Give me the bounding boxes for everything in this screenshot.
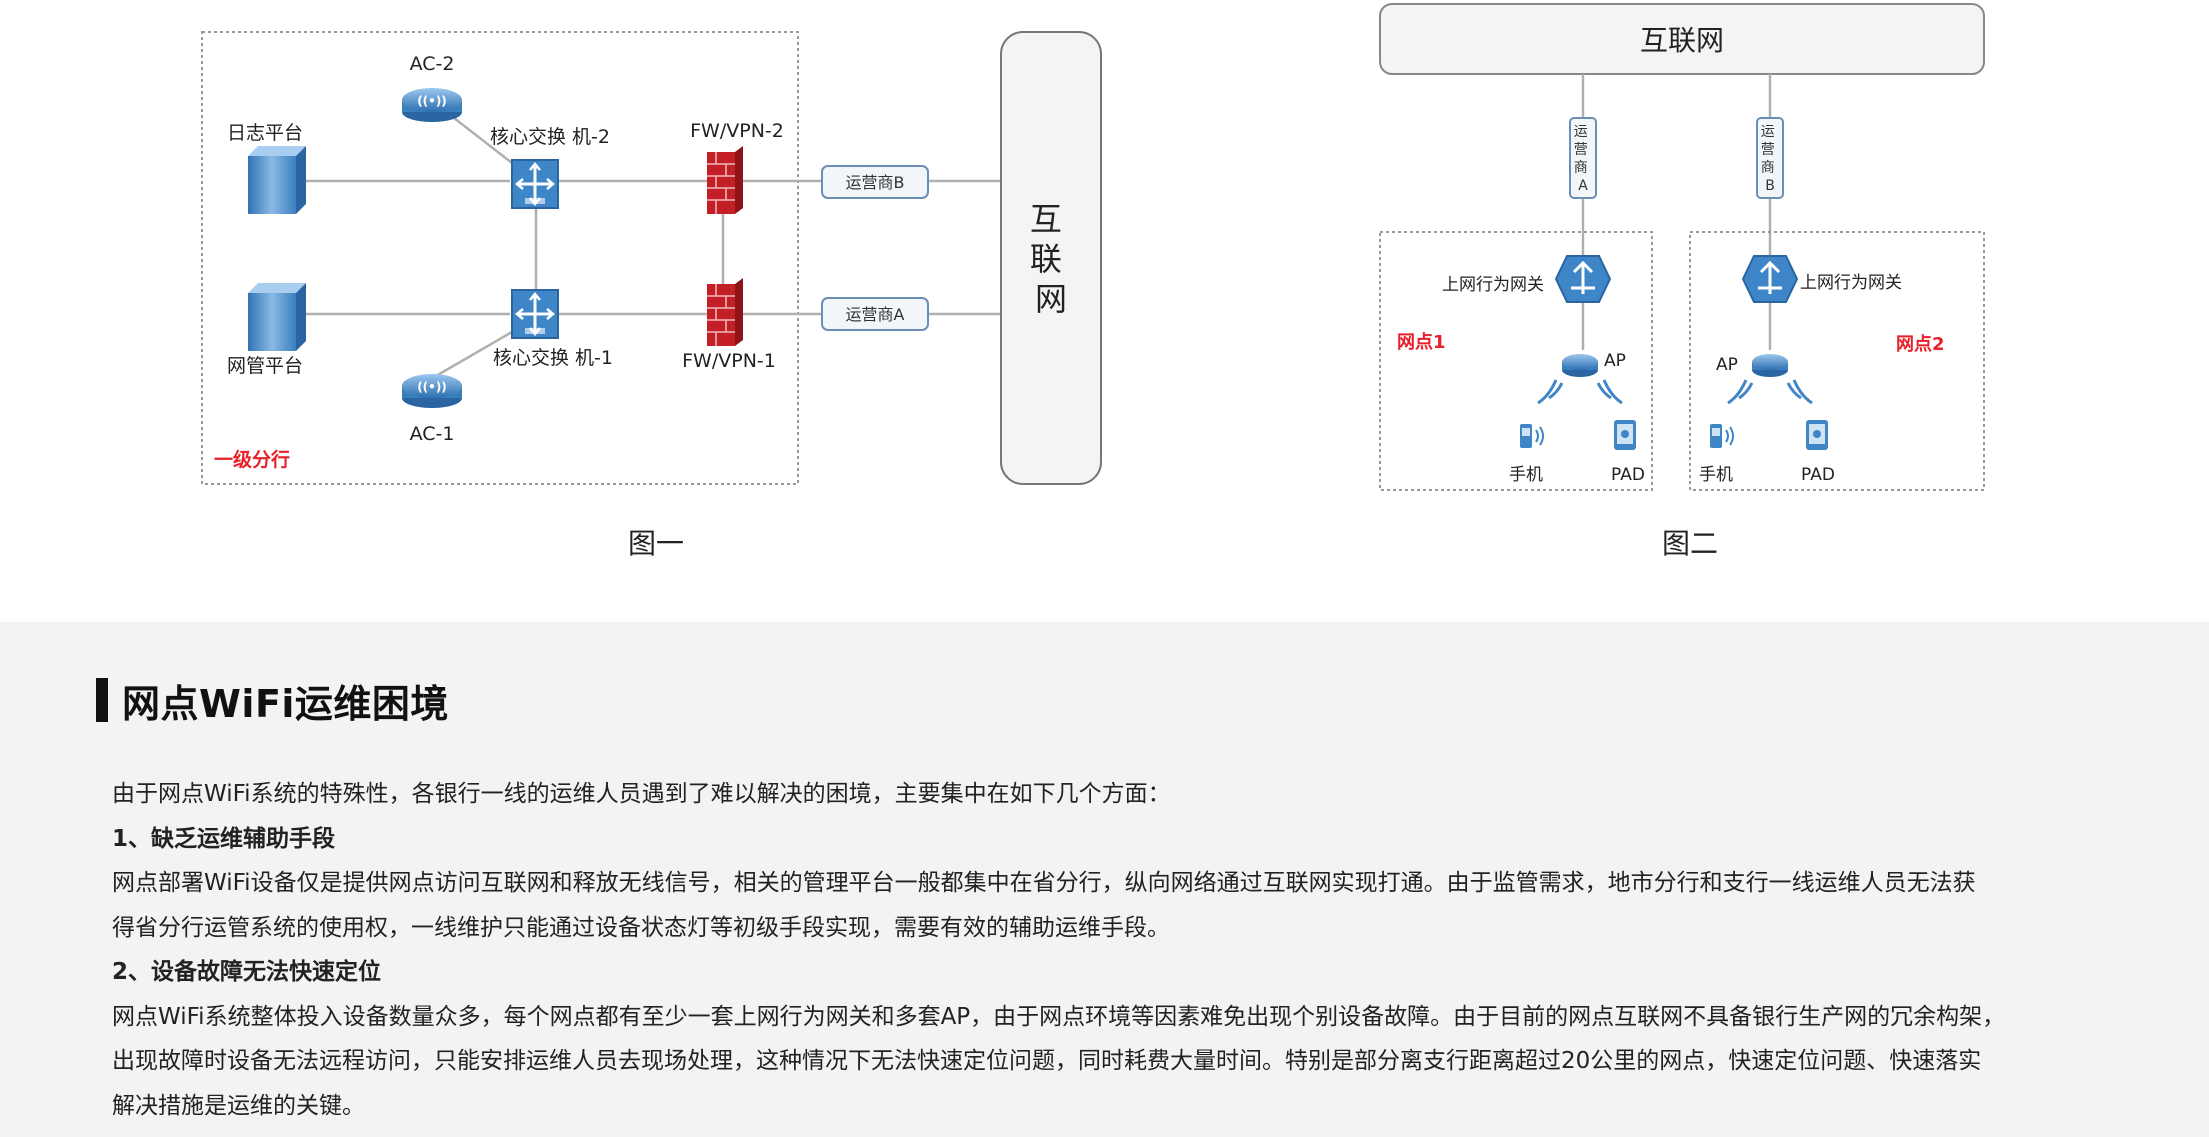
log-server-icon: [248, 146, 306, 214]
svg-text:((•)): ((•)): [417, 380, 447, 394]
isp-b-box: [821, 165, 929, 199]
core-switch-1-icon: [511, 289, 559, 339]
section-title: 网点WiFi运维困境: [122, 681, 449, 726]
internet-pill: [1000, 31, 1102, 485]
branch-boundary: [201, 31, 799, 485]
internet-char-1: 互: [1030, 200, 1062, 238]
point-2-line-3: 解决措施是运维的关键。: [112, 1092, 365, 1119]
ap-2-icon: [1752, 354, 1788, 377]
internet-bar: [1379, 3, 1985, 75]
label-isp-b: 运营商B: [846, 173, 905, 192]
firewall-1-icon: [707, 278, 743, 346]
isp-b-char-4: B: [1765, 178, 1775, 194]
isp-a-char-3: 商: [1574, 160, 1588, 176]
point-2-line-1: 网点WiFi系统整体投入设备数量众多，每个网点都有至少一套上网行为网关和多套AP…: [112, 1003, 2006, 1030]
label-fw-vpn-2: FW/VPN-2: [690, 120, 784, 142]
label-nms-platform: 网管平台: [227, 355, 303, 377]
gateway-1-icon: [1554, 255, 1612, 303]
isp-b-char-2: 营: [1761, 142, 1775, 158]
section-heading: 网点WiFi运维困境: [96, 678, 449, 726]
label-ac1: AC-1: [410, 423, 455, 445]
intro-paragraph: 由于网点WiFi系统的特殊性，各银行一线的运维人员遇到了难以解决的困境，主要集中…: [112, 781, 1171, 807]
isp-a-box: [821, 297, 929, 331]
label-phone-2: 手机: [1699, 465, 1733, 485]
point-2-line-2: 出现故障时设备无法远程访问，只能安排运维人员去现场处理，这种情况下无法快速定位问…: [112, 1048, 1982, 1074]
label-ac2: AC-2: [410, 53, 455, 75]
svg-text:((•)): ((•)): [417, 94, 447, 108]
label-log-platform: 日志平台: [227, 122, 303, 144]
label-pad-1: PAD: [1611, 465, 1645, 485]
label-fw-vpn-1: FW/VPN-1: [682, 350, 776, 372]
phone-2-icon: [1710, 424, 1734, 448]
label-internet-top: 互联网: [1640, 24, 1724, 57]
wifi-ops-section: 网点WiFi运维困境 由于网点WiFi系统的特殊性，各银行一线的运维人员遇到了难…: [0, 622, 2209, 1137]
label-gateway-2: 上网行为网关: [1800, 273, 1902, 293]
firewall-2-icon: [707, 146, 743, 214]
isp-a-vertical-box: [1569, 117, 1597, 199]
pad-2-icon: [1806, 420, 1828, 450]
label-internet-vertical: 互 联 网: [1030, 200, 1072, 318]
label-site-2: 网点2: [1896, 333, 1945, 355]
ac1-icon: ((•)): [402, 374, 462, 408]
isp-b-char-1: 运: [1761, 124, 1775, 140]
label-branch: 一级分行: [214, 448, 290, 471]
diagrams-area: ((•)) ((•)): [201, 3, 1985, 560]
caption-figure-2: 图二: [1662, 527, 1718, 560]
isp-a-char-2: 营: [1574, 142, 1588, 158]
point-1-title: 1、缺乏运维辅助手段: [112, 825, 336, 852]
core-switch-2-icon: [511, 159, 559, 209]
isp-b-char-3: 商: [1761, 160, 1775, 176]
point-1-line-2: 得省分行运管系统的使用权，一线维护只能通过设备状态灯等初级手段实现，需要有效的辅…: [112, 914, 1170, 941]
pad-1-icon: [1614, 420, 1636, 450]
label-isp-b-vertical: 运 营 商 B: [1761, 124, 1779, 194]
site-2-boundary: [1689, 231, 1985, 491]
label-core-switch-1: 核心交换 机-1: [493, 347, 613, 369]
point-2-title: 2、设备故障无法快速定位: [112, 959, 382, 985]
label-phone-1: 手机: [1509, 465, 1543, 485]
nms-server-icon: [248, 283, 306, 351]
label-site-1: 网点1: [1397, 331, 1446, 353]
gateway-2-icon: [1741, 255, 1799, 303]
figure1-links: [296, 103, 1001, 378]
internet-char-3: 网: [1035, 280, 1067, 318]
ac2-icon: ((•)): [402, 88, 462, 122]
label-pad-2: PAD: [1801, 465, 1835, 485]
isp-a-char-4: A: [1578, 178, 1588, 194]
caption-figure-1: 图一: [628, 527, 684, 560]
label-ap-2: AP: [1716, 355, 1738, 375]
label-gateway-1: 上网行为网关: [1442, 275, 1544, 295]
heading-accent-bar: [96, 678, 108, 722]
wifi-waves-1-icon: [1537, 379, 1623, 405]
phone-1-icon: [1520, 424, 1544, 448]
isp-a-char-1: 运: [1574, 124, 1588, 140]
network-diagrams: ((•)) ((•)): [201, 3, 1985, 560]
internet-char-2: 联: [1030, 240, 1062, 278]
figure-2: 互联网 运 营 商 A 运 营 商 B: [1379, 3, 1985, 560]
figure2-links: [1581, 74, 1772, 350]
label-isp-a-vertical: 运 营 商 A: [1574, 124, 1592, 194]
label-ap-1: AP: [1604, 351, 1626, 371]
label-core-switch-2: 核心交换 机-2: [490, 126, 610, 148]
wifi-waves-2-icon: [1727, 379, 1813, 405]
section-body: 由于网点WiFi系统的特殊性，各银行一线的运维人员遇到了难以解决的困境，主要集中…: [112, 772, 2172, 1128]
ap-1-icon: [1562, 354, 1598, 377]
site-1-boundary: [1379, 231, 1653, 491]
label-isp-a: 运营商A: [846, 305, 905, 324]
figure-1: ((•)) ((•)): [201, 31, 1102, 560]
point-1-line-1: 网点部署WiFi设备仅是提供网点访问互联网和释放无线信号，相关的管理平台一般都集…: [112, 870, 1976, 896]
isp-b-vertical-box: [1756, 117, 1784, 199]
